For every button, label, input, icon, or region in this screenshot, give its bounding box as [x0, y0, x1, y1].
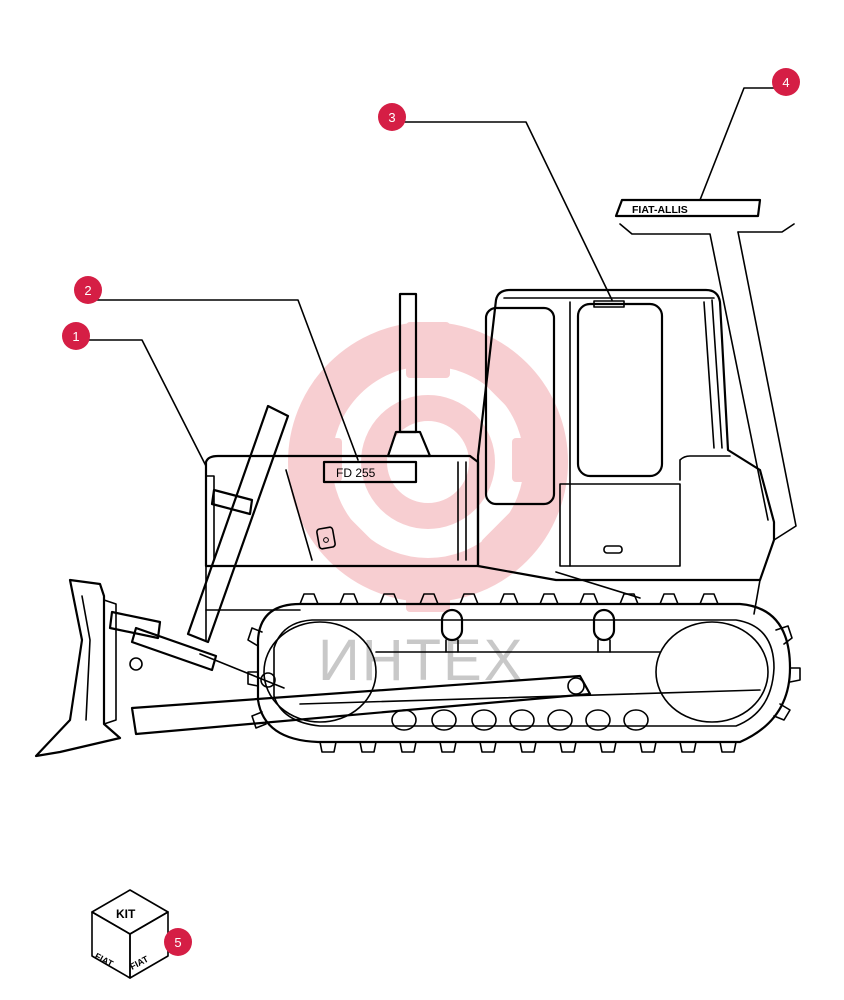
callout-3[interactable]: 3	[378, 103, 406, 131]
carrier-roller-rear	[592, 608, 616, 642]
brand-plate	[614, 198, 762, 218]
callout-4-label: 4	[782, 75, 789, 90]
rear-sprocket-wheel	[655, 621, 769, 723]
leader-line-1	[83, 339, 207, 467]
callout-1[interactable]: 1	[62, 322, 90, 350]
callout-2-label: 2	[84, 283, 91, 298]
callout-4[interactable]: 4	[772, 68, 800, 96]
brand-decal-detail: FIAT-ALLIS	[614, 198, 797, 541]
model-plate	[322, 460, 418, 484]
bulldozer-drawing	[34, 288, 801, 758]
carrier-roller-front	[440, 608, 464, 642]
watermark: ИНТЕХ	[288, 322, 568, 693]
leader-line-2	[91, 299, 359, 461]
kit-box-icon: KIT FIAT FIAT	[91, 889, 169, 979]
track-rollers	[391, 709, 649, 731]
push-arm	[130, 674, 592, 736]
callout-5-label: 5	[174, 935, 181, 950]
operator-cab	[476, 288, 776, 582]
kit-side-text-right: FIAT	[128, 954, 150, 972]
front-idler-wheel	[263, 621, 377, 723]
callout-5[interactable]: 5	[164, 928, 192, 956]
brand-plate-text: FIAT-ALLIS	[632, 204, 688, 216]
model-decal: FD 255	[322, 460, 418, 484]
callout-1-label: 1	[72, 329, 79, 344]
leader-line-4	[699, 87, 779, 201]
cab-front-window	[576, 302, 664, 478]
kit-label: KIT	[116, 907, 136, 921]
hood-access-plate	[316, 526, 336, 550]
cab-decal-strip	[593, 300, 625, 308]
lift-cylinder	[186, 404, 290, 644]
leader-lines	[83, 87, 779, 467]
model-plate-text: FD 255	[336, 466, 376, 480]
dozer-blade	[34, 578, 122, 758]
leader-line-3	[403, 121, 613, 301]
callout-3-label: 3	[388, 110, 395, 125]
kit-side-text-left: FIAT	[93, 951, 115, 969]
cab-door-window	[484, 306, 556, 506]
watermark-gear-icon	[288, 322, 568, 612]
callout-2[interactable]: 2	[74, 276, 102, 304]
